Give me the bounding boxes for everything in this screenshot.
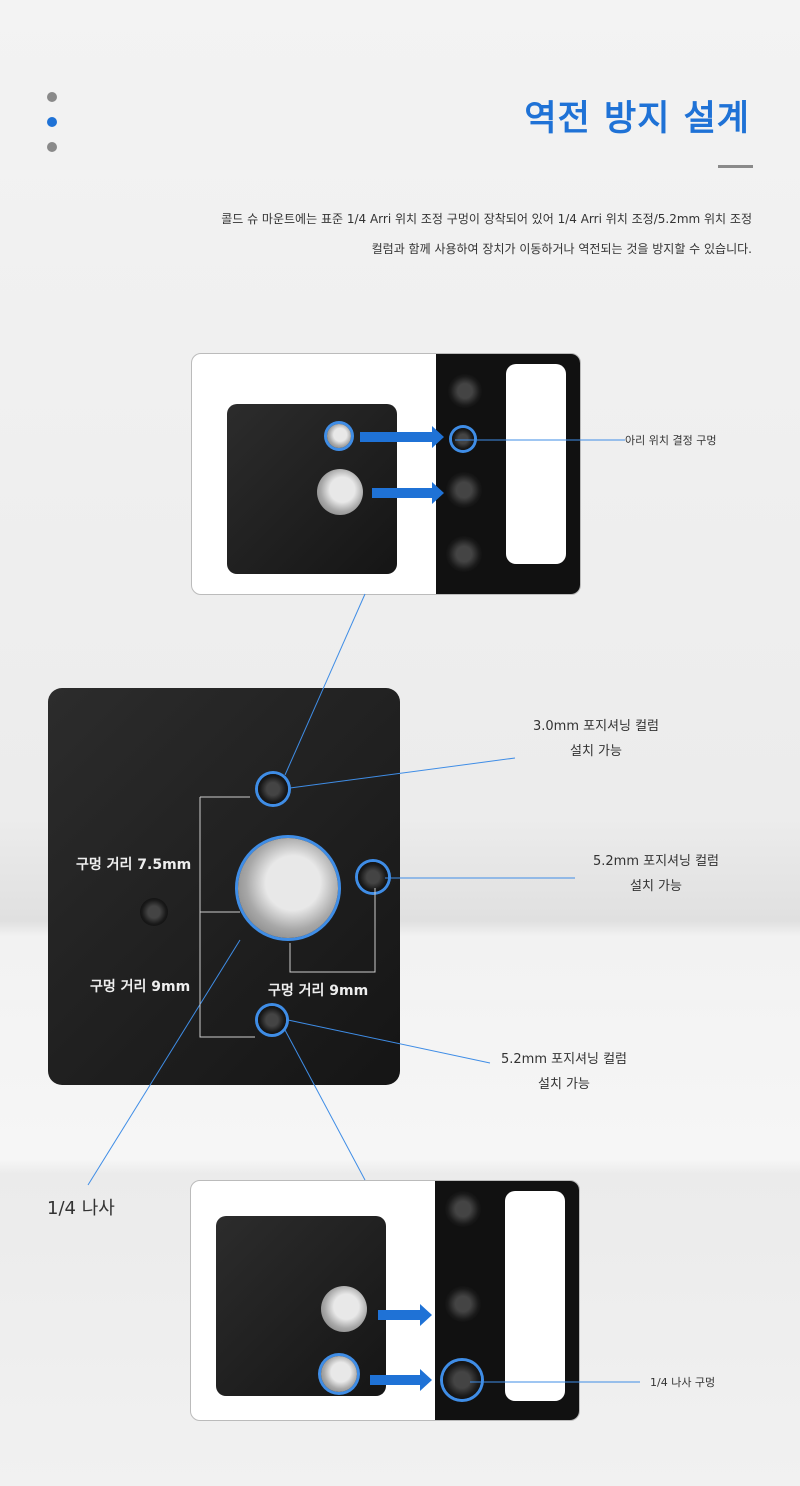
page-dot-2-active[interactable]: [47, 117, 57, 127]
detail-image-screw: [190, 1180, 580, 1421]
positioning-pin: [327, 424, 351, 448]
title-divider: [718, 165, 753, 168]
callout-1-4-screw: 1/4 나사: [47, 1198, 115, 1219]
callout-arri-hole: 아리 위치 결정 구멍: [625, 434, 717, 447]
label-distance-9mm-bottom: 구멍 거리 9mm: [268, 983, 369, 999]
screw-image: [317, 469, 363, 515]
mount-plate-image-2: [216, 1216, 386, 1396]
detail-image-arri: [191, 353, 581, 595]
section-description: 콜드 슈 마운트에는 표준 1/4 Arri 위치 조정 구멍이 장착되어 있어…: [152, 204, 752, 264]
callout-1-4-screw-hole: 1/4 나사 구멍: [650, 1376, 716, 1389]
cage-rail-image: [436, 354, 580, 594]
label-distance-9mm-left: 구멍 거리 9mm: [90, 979, 191, 995]
section-title: 역전 방지 설계: [524, 99, 750, 139]
main-screw-image: [238, 838, 338, 938]
cage-rail-image-2: [435, 1181, 579, 1420]
label-distance-7-5mm: 구멍 거리 7.5mm: [76, 857, 192, 873]
description-line-1: 콜드 슈 마운트에는 표준 1/4 Arri 위치 조정 구멍이 장착되어 있어…: [221, 212, 752, 226]
main-plate-image: 구멍 거리 7.5mm 구멍 거리 9mm 구멍 거리 9mm: [48, 688, 400, 1085]
description-line-2: 컬럼과 함께 사용하여 장치가 이동하거나 역전되는 것을 방지할 수 있습니다…: [371, 242, 752, 256]
page-dot-3[interactable]: [47, 142, 57, 152]
page-dot-1[interactable]: [47, 92, 57, 102]
